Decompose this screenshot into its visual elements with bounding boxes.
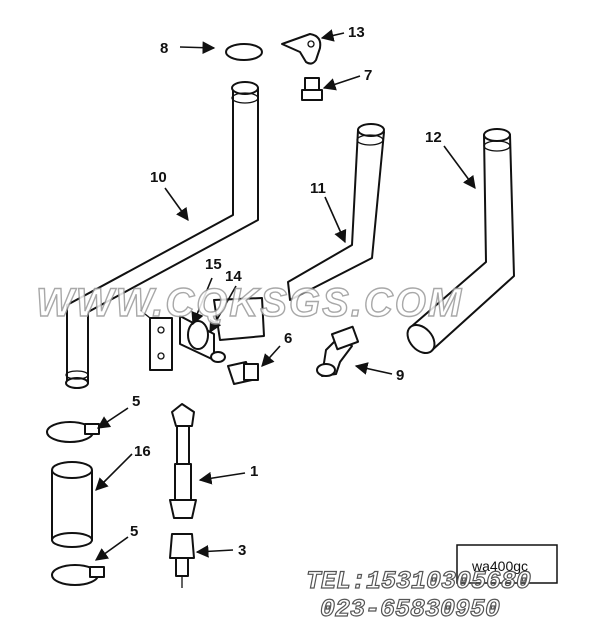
- callout-11: 11: [310, 180, 326, 197]
- pipe-part-12: [406, 128, 515, 354]
- bracket-part: [281, 33, 322, 65]
- callout-13: 13: [348, 24, 365, 41]
- callout-5-upper: 5: [132, 393, 140, 410]
- pipe-part-11: [287, 123, 385, 301]
- callout-8: 8: [160, 40, 168, 57]
- callout-15: 15: [205, 256, 222, 273]
- callout-1: 1: [250, 463, 258, 480]
- reference-code: wa400gc: [471, 558, 528, 574]
- clamp-part-upper: [46, 421, 100, 443]
- callout-16: 16: [134, 443, 151, 460]
- callout-5-lower: 5: [130, 523, 138, 540]
- clamp-part-lower: [51, 564, 105, 586]
- callout-arrows: [94, 29, 476, 561]
- hose-part: [51, 461, 93, 548]
- sensor-fitting-part: [169, 533, 195, 588]
- contact-phone: 023-65830950: [320, 595, 500, 624]
- callout-3: 3: [238, 542, 246, 559]
- flange-part: [139, 297, 265, 371]
- pipe-part-10: [65, 81, 259, 389]
- callout-12: 12: [425, 129, 442, 146]
- callout-10: 10: [150, 169, 167, 186]
- contact-tel: TEL:15310305680: [306, 567, 531, 596]
- callout-7: 7: [364, 67, 372, 84]
- small-fitting-part: [301, 77, 323, 101]
- elbow-fitting-part: [316, 325, 360, 377]
- callout-6: 6: [284, 330, 292, 347]
- reference-code-box: [456, 544, 558, 584]
- callout-9: 9: [396, 367, 404, 384]
- o-ring-part: [225, 43, 263, 61]
- washer-plug-part: [210, 351, 259, 385]
- watermark-text: WWW.CQKSGS.COM: [36, 281, 463, 325]
- callout-14: 14: [225, 268, 242, 285]
- bolt-connector-part: [169, 403, 197, 519]
